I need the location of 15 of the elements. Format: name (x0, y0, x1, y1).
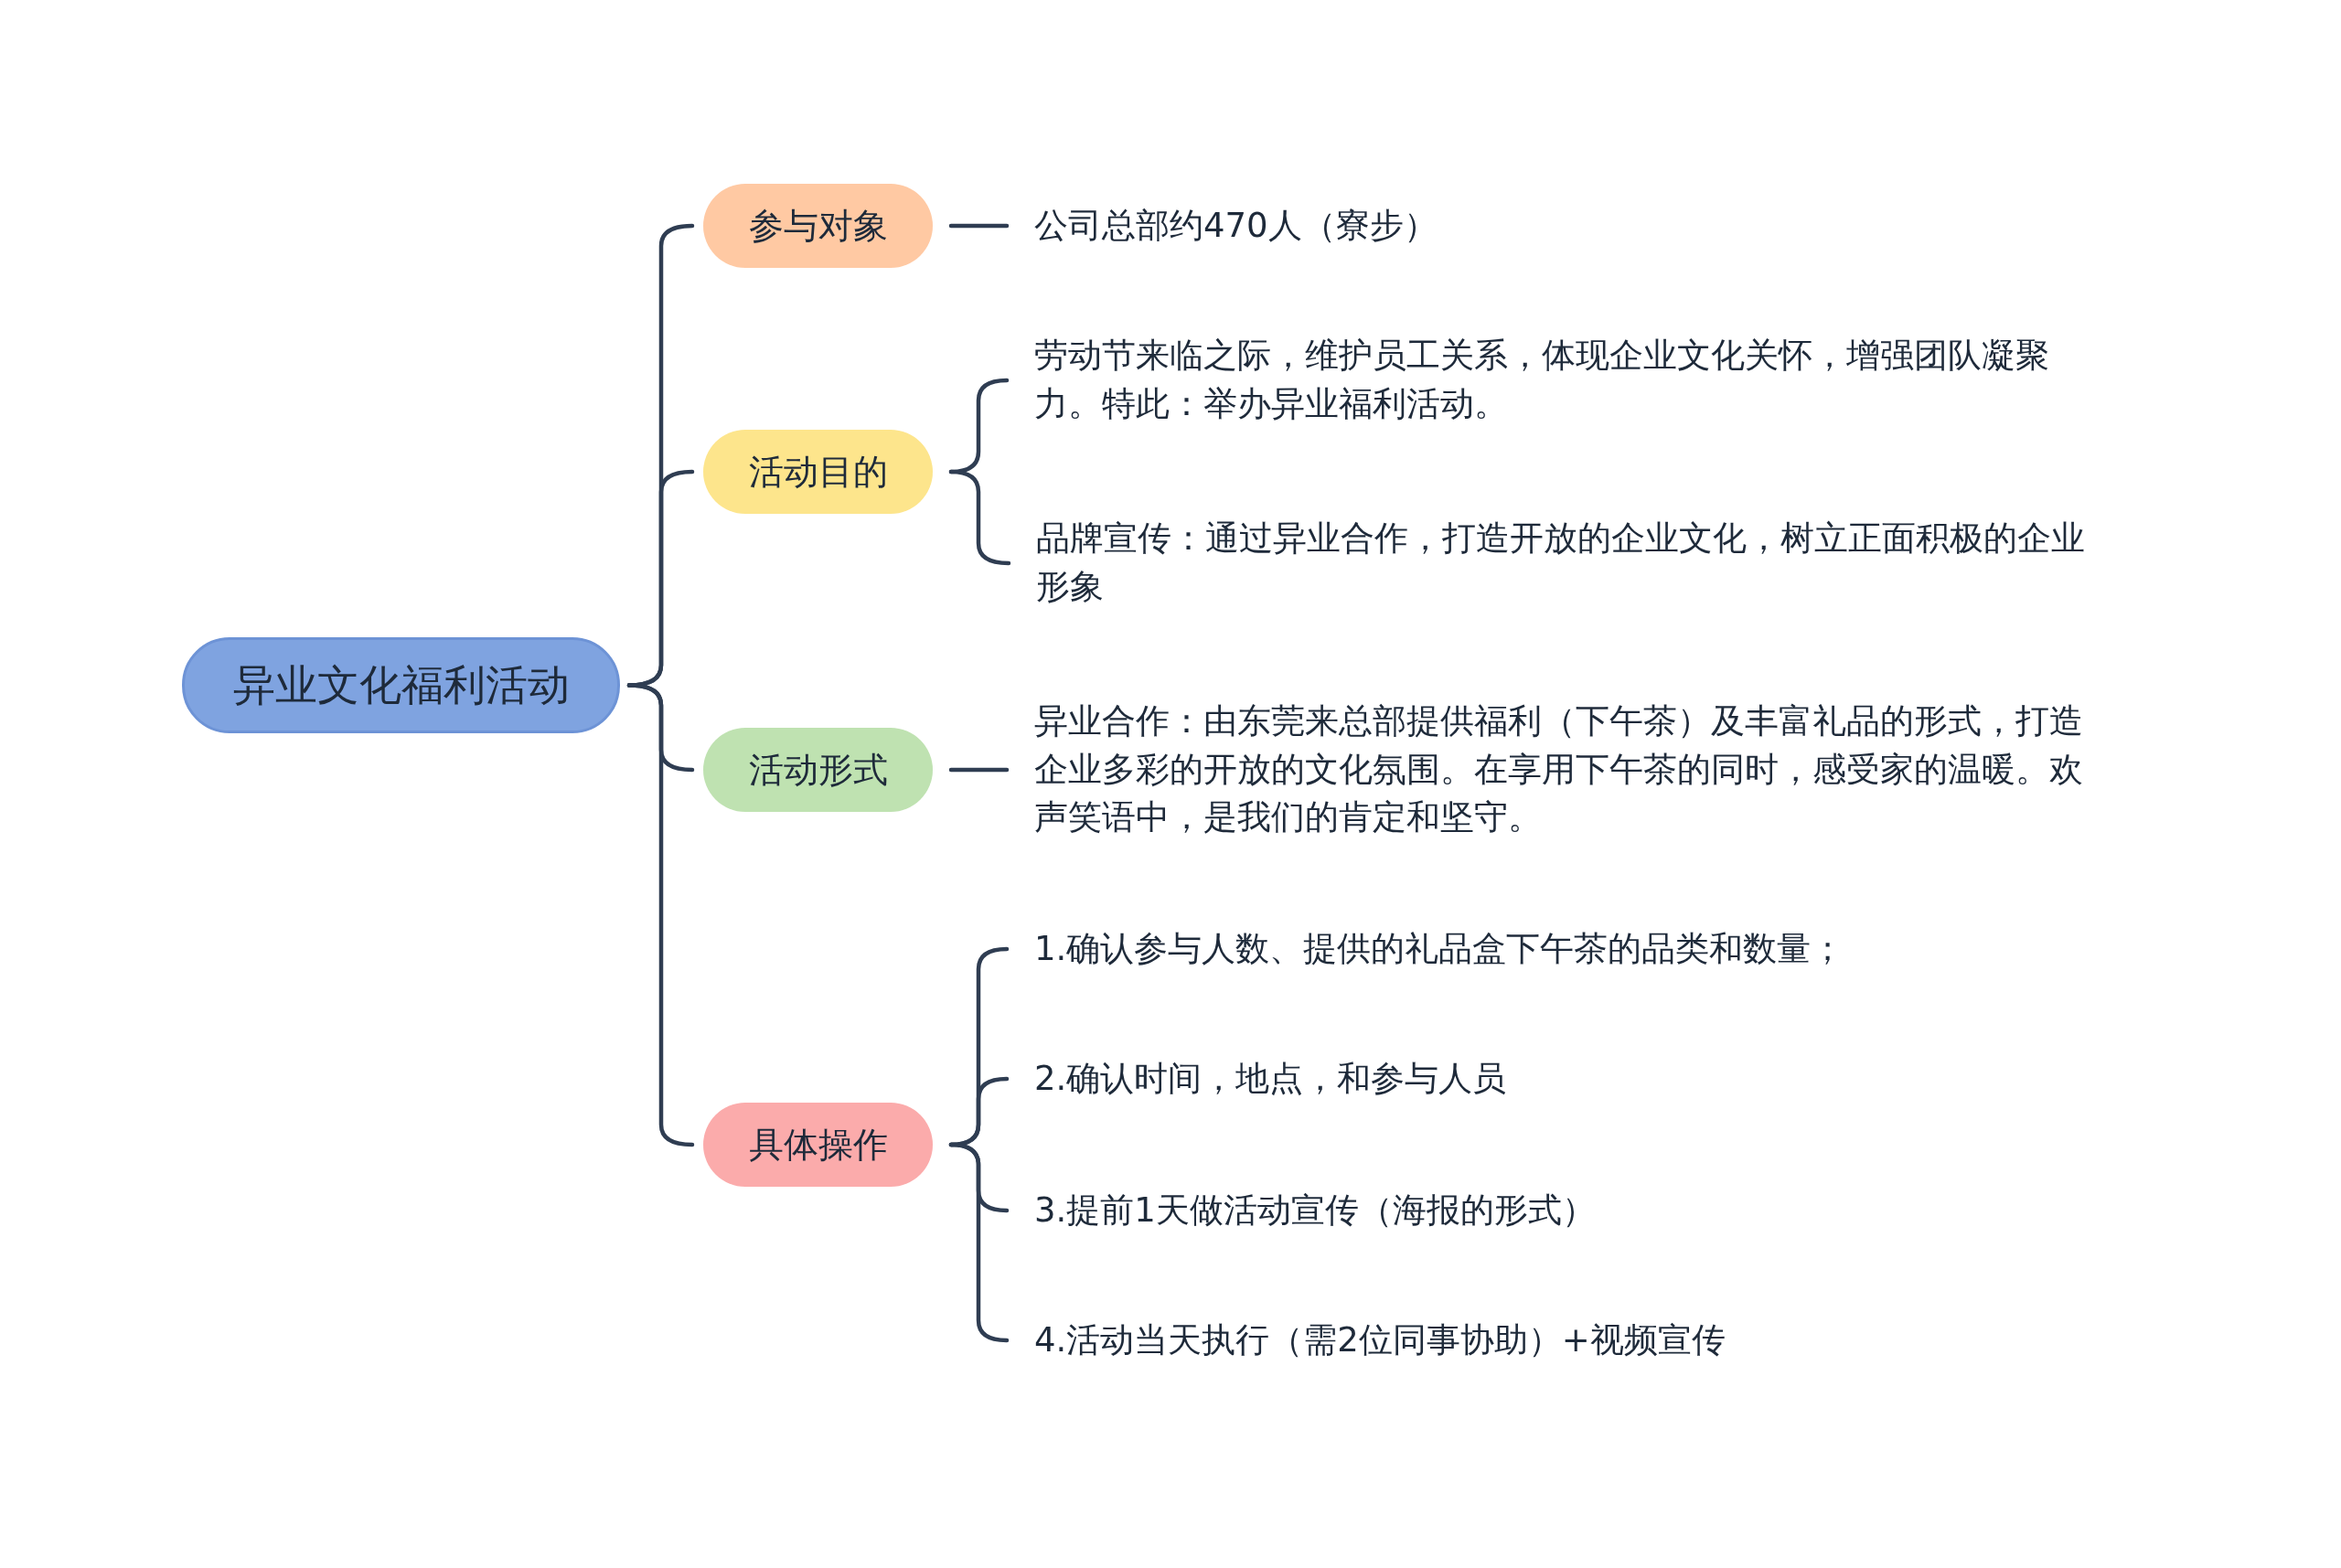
topic-pill: 活动目的 (703, 430, 933, 514)
topic-pill: 具体操作 (703, 1103, 933, 1187)
branch-text: 公司总部约470人（寮步） (1034, 197, 2113, 255)
topic-pill: 参与对象 (703, 184, 933, 268)
connector (948, 767, 1010, 773)
branch-text: 2.确认时间，地点，和参与人员 (1034, 1051, 2113, 1106)
root-topic: 异业文化福利活动 (182, 637, 620, 733)
branch-text: 4.活动当天执行（需2位同事协助）+视频宣传 (1034, 1313, 2113, 1368)
branch-text: 品牌宣传：通过异业合作，打造开放的企业文化，树立正面积极的企业形象 (1036, 512, 2115, 614)
branch-text: 劳动节来临之际，维护员工关系，体现企业文化关怀，增强团队凝聚力。特此：举办异业福利活动。 (1034, 329, 2113, 432)
branch-text: 1.确认参与人数、提供的礼品盒下午茶的品类和数量； (1034, 922, 2113, 976)
topic-pill: 活动形式 (703, 728, 933, 812)
branch-text: 3.提前1天做活动宣传（海报的形式） (1034, 1183, 2113, 1238)
connector (948, 223, 1010, 229)
branch-text: 异业合作：由东莞来总部提供福利（下午茶）及丰富礼品的形式，打造企业多彩的开放的文化氛围。在享用下午茶的同时，感受家的温暖。欢声笑语中，是我们的肯定和坚守。 (1034, 695, 2113, 845)
